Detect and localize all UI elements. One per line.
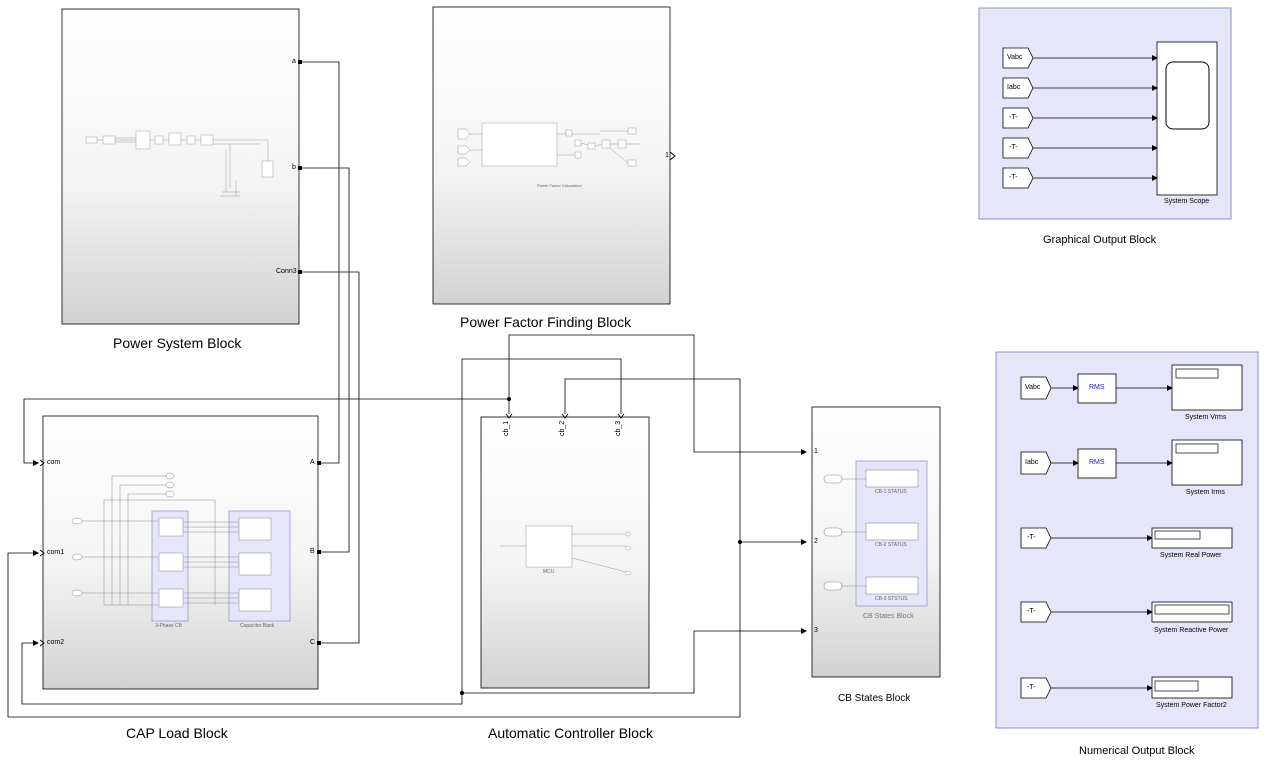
from-tag-t2[interactable] xyxy=(1002,137,1034,159)
cb3-status-label: CB-3 STSTUS xyxy=(875,596,908,602)
port-com2-label: com2 xyxy=(47,639,65,646)
from-tag-real[interactable] xyxy=(1020,527,1052,549)
mcu-caption: MCU xyxy=(543,569,555,575)
port-b-label: b xyxy=(292,164,296,171)
from-tag-vabc[interactable] xyxy=(1002,47,1034,69)
rms-i-label: RMS xyxy=(1089,459,1105,466)
port-cb2-label: cb_2 xyxy=(559,420,566,436)
graphical-output-area[interactable] xyxy=(978,7,1232,220)
graphical-output-title: Graphical Output Block xyxy=(1043,234,1157,246)
num-input-real: -T- xyxy=(1027,534,1036,541)
automatic-controller-block[interactable] xyxy=(480,413,650,689)
port-cb1-label: cb_1 xyxy=(503,420,510,436)
num-input-reactive: -T- xyxy=(1027,608,1036,615)
cb-states-block[interactable] xyxy=(811,406,941,678)
display-irms-label: System Irms xyxy=(1186,489,1225,496)
port-1-label: 1 xyxy=(814,448,818,455)
graph-input-t3: -T- xyxy=(1009,174,1018,181)
from-tag-iabc-num[interactable] xyxy=(1020,451,1052,475)
power-factor-title: Power Factor Finding Block xyxy=(460,314,632,330)
scope-block[interactable] xyxy=(1156,41,1218,196)
port-3-label: 3 xyxy=(814,627,818,634)
power-system-block[interactable] xyxy=(61,8,302,325)
controller-title: Automatic Controller Block xyxy=(488,725,653,741)
power-factor-block[interactable] xyxy=(432,6,676,305)
rms-block-i[interactable] xyxy=(1077,448,1117,479)
display-pf-label: System Power Factor2 xyxy=(1156,702,1227,709)
display-vrms-label: System Vrms xyxy=(1185,414,1227,421)
num-input-pf: -T- xyxy=(1027,684,1036,691)
from-tag-reactive[interactable] xyxy=(1020,601,1052,623)
num-input-iabc: Iabc xyxy=(1025,459,1039,466)
numerical-output-area[interactable] xyxy=(995,351,1259,729)
capacitor-bank-caption: Capacitor Bank xyxy=(240,623,275,629)
port-2-label: 2 xyxy=(814,538,818,545)
cb2-status-label: CB-2 STATUS xyxy=(875,542,907,548)
cb-states-title: CB States Block xyxy=(838,693,911,704)
numerical-output-title: Numerical Output Block xyxy=(1079,745,1195,757)
port-cb3-label: cb_3 xyxy=(615,420,622,436)
three-phase-cb-caption: 3-Phase CB xyxy=(155,623,182,629)
rms-v-label: RMS xyxy=(1089,384,1105,391)
junction-dots xyxy=(460,397,742,695)
port-A-label: A xyxy=(310,459,315,466)
port-conn3-label: Conn3 xyxy=(276,268,297,275)
cap-load-title: CAP Load Block xyxy=(126,725,228,741)
port-a-label: a xyxy=(292,58,296,65)
power-factor-out-port: 1 xyxy=(665,152,669,159)
graph-input-t1: -T- xyxy=(1009,114,1018,121)
cap-load-block[interactable] xyxy=(39,415,321,690)
power-system-title: Power System Block xyxy=(113,335,242,351)
connection-lines xyxy=(7,61,807,718)
from-tag-iabc[interactable] xyxy=(1002,77,1034,99)
graph-input-vabc: Vabc xyxy=(1007,54,1023,61)
rms-block-v[interactable] xyxy=(1077,373,1117,404)
scope-label: System Scope xyxy=(1164,198,1210,205)
from-tag-t1[interactable] xyxy=(1002,107,1034,129)
port-C-label: C xyxy=(310,639,316,646)
port-com-label: com xyxy=(47,459,61,466)
from-tag-t3[interactable] xyxy=(1002,167,1034,189)
port-com1-label: com1 xyxy=(47,549,65,556)
cb1-status-label: CB-1 STATUS xyxy=(875,489,907,495)
num-input-vabc: Vabc xyxy=(1025,384,1041,391)
display-reactive-label: System Reactive Power xyxy=(1154,627,1229,634)
graph-input-t2: -T- xyxy=(1009,144,1018,151)
power-factor-inner-caption: Power Factor Calculation xyxy=(537,183,582,188)
display-real-label: System Real Power xyxy=(1160,552,1222,559)
from-tag-vabc-num[interactable] xyxy=(1020,376,1052,400)
cb-states-inner-title: CB States Block xyxy=(863,613,914,620)
from-tag-pf[interactable] xyxy=(1020,677,1052,699)
port-B-label: B xyxy=(310,548,315,555)
graph-input-iabc: Iabc xyxy=(1007,84,1021,91)
